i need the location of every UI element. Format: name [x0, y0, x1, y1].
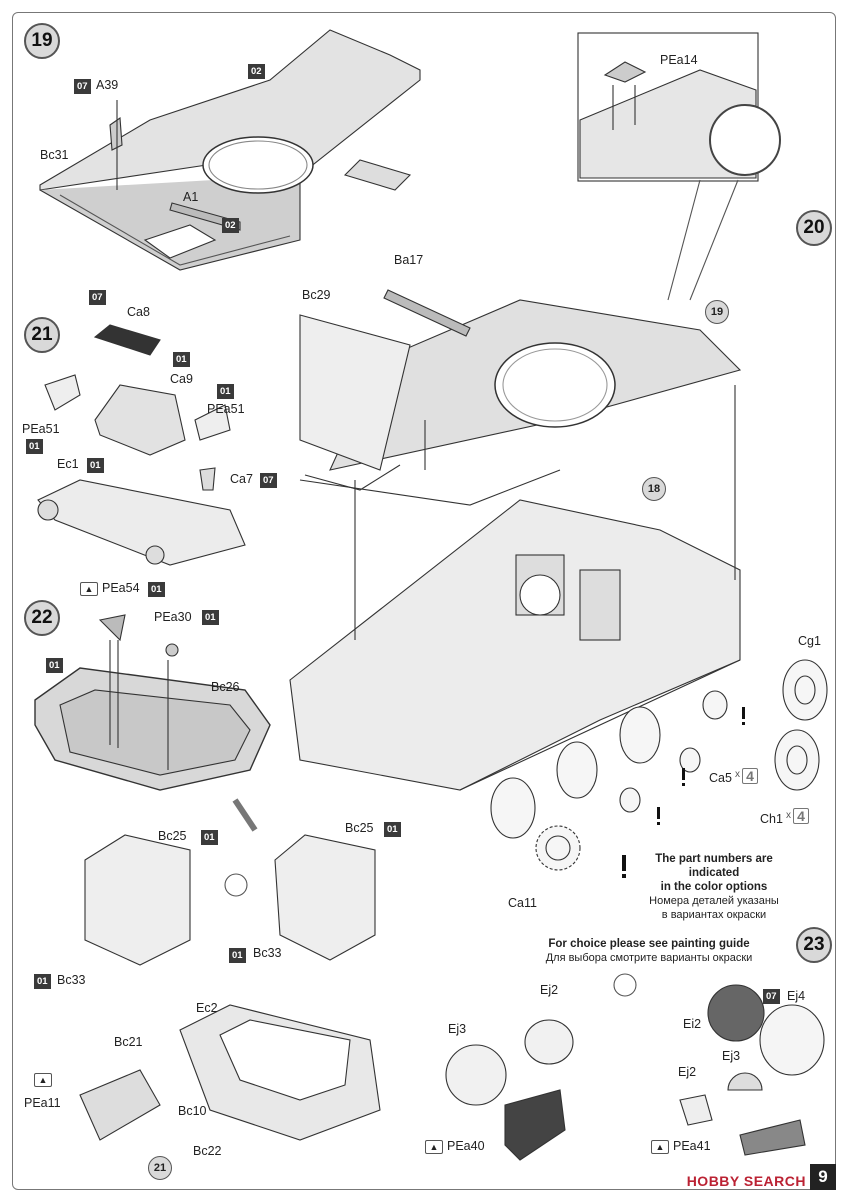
part-label: Ca11: [508, 896, 537, 910]
choice-note-ru: Для выбора смотрите варианты окраски: [545, 952, 753, 964]
sprue-tag: 01: [229, 948, 246, 963]
part-label: Bc25: [158, 829, 187, 843]
painting-guide-note: For choice please see painting guide Для…: [545, 937, 753, 965]
part-label: PEa11: [24, 1096, 61, 1110]
part-label: Bc26: [211, 680, 240, 694]
step-number-22: 22: [24, 600, 60, 636]
part-label: PEa51: [22, 422, 60, 436]
page-border: [12, 12, 836, 1190]
part-label: PEa51: [207, 402, 245, 416]
photo-etch-icon: ▲: [425, 1140, 443, 1154]
part-label: Ec1: [57, 457, 79, 471]
note-ru-line2: в вариантах окраски: [661, 909, 767, 921]
sprue-tag: 07: [89, 290, 106, 305]
part-label: Cg1: [798, 634, 821, 648]
note-en-line1: The part numbers are indicated: [655, 853, 773, 879]
step-number-19: 19: [24, 23, 60, 59]
sprue-tag: 01: [46, 658, 63, 673]
part-label: Ei2: [683, 1017, 702, 1031]
step-number-20: 20: [796, 210, 832, 246]
photo-etch-icon: ▲: [80, 582, 98, 596]
step-number-23: 23: [796, 927, 832, 963]
photo-etch-icon: ▲: [651, 1140, 669, 1154]
note-en-line2: in the color options: [660, 881, 768, 893]
sprue-tag: 02: [248, 64, 265, 79]
subassembly-ref-19: 19: [705, 300, 729, 324]
sprue-tag: 01: [173, 352, 190, 367]
sprue-tag: 01: [217, 384, 234, 399]
subassembly-ref-18: 18: [642, 477, 666, 501]
part-label: Ej3: [722, 1049, 741, 1063]
part-label: Bc33: [253, 946, 282, 960]
part-label: Ba17: [394, 253, 424, 267]
note-ru-line1: Номера деталей указаны: [649, 895, 779, 907]
part-label: Ec2: [196, 1001, 218, 1015]
sprue-tag: 01: [148, 582, 165, 597]
part-label: Ej4: [787, 989, 806, 1003]
part-label: Bc21: [114, 1035, 143, 1049]
quantity-x: x: [786, 810, 791, 821]
part-label: Ca8: [127, 305, 150, 319]
part-label: PEa30: [154, 610, 192, 624]
photo-etch-icon: ▲: [34, 1073, 52, 1087]
part-label: Ca5: [709, 771, 732, 785]
page-number: 9: [810, 1164, 836, 1190]
sprue-tag: 07: [763, 989, 780, 1004]
part-label: Ca7: [230, 472, 253, 486]
part-label: Ej2: [540, 983, 559, 997]
part-label: Ch1: [760, 812, 783, 826]
quantity-ca5: 4: [742, 768, 758, 784]
step-number-21: 21: [24, 317, 60, 353]
part-label: PEa40: [447, 1139, 485, 1153]
part-label: A1: [183, 190, 199, 204]
part-label: Bc29: [302, 288, 331, 302]
sprue-tag: 01: [201, 830, 218, 845]
choice-note-en: For choice please see painting guide: [548, 938, 750, 950]
sprue-tag: 01: [202, 610, 219, 625]
sprue-tag: 07: [260, 473, 277, 488]
sprue-tag: 01: [26, 439, 43, 454]
part-label: Bc33: [57, 973, 86, 987]
quantity-ch1: 4: [793, 808, 809, 824]
part-label: Bc31: [40, 148, 69, 162]
part-label: Bc25: [345, 821, 374, 835]
subassembly-ref-21: 21: [148, 1156, 172, 1180]
quantity-x: x: [735, 769, 740, 780]
sprue-tag: 01: [384, 822, 401, 837]
part-label: PEa14: [660, 53, 698, 67]
part-label: PEa54: [102, 581, 140, 595]
part-label: Ca9: [170, 372, 193, 386]
part-label: Bc22: [193, 1144, 222, 1158]
part-label: Bc10: [178, 1104, 207, 1118]
watermark: HOBBY SEARCH: [686, 1173, 806, 1189]
sprue-tag: 02: [222, 218, 239, 233]
sprue-tag: 01: [34, 974, 51, 989]
hull-body: [289, 499, 741, 791]
part-label: A39: [96, 78, 119, 92]
sprue-tag: 07: [74, 79, 91, 94]
part-label: PEa41: [673, 1139, 711, 1153]
sprue-tag: 01: [87, 458, 104, 473]
part-label: Ej3: [448, 1022, 467, 1036]
color-options-note: The part numbers are indicated in the co…: [630, 852, 798, 922]
part-label: Ej2: [678, 1065, 697, 1079]
